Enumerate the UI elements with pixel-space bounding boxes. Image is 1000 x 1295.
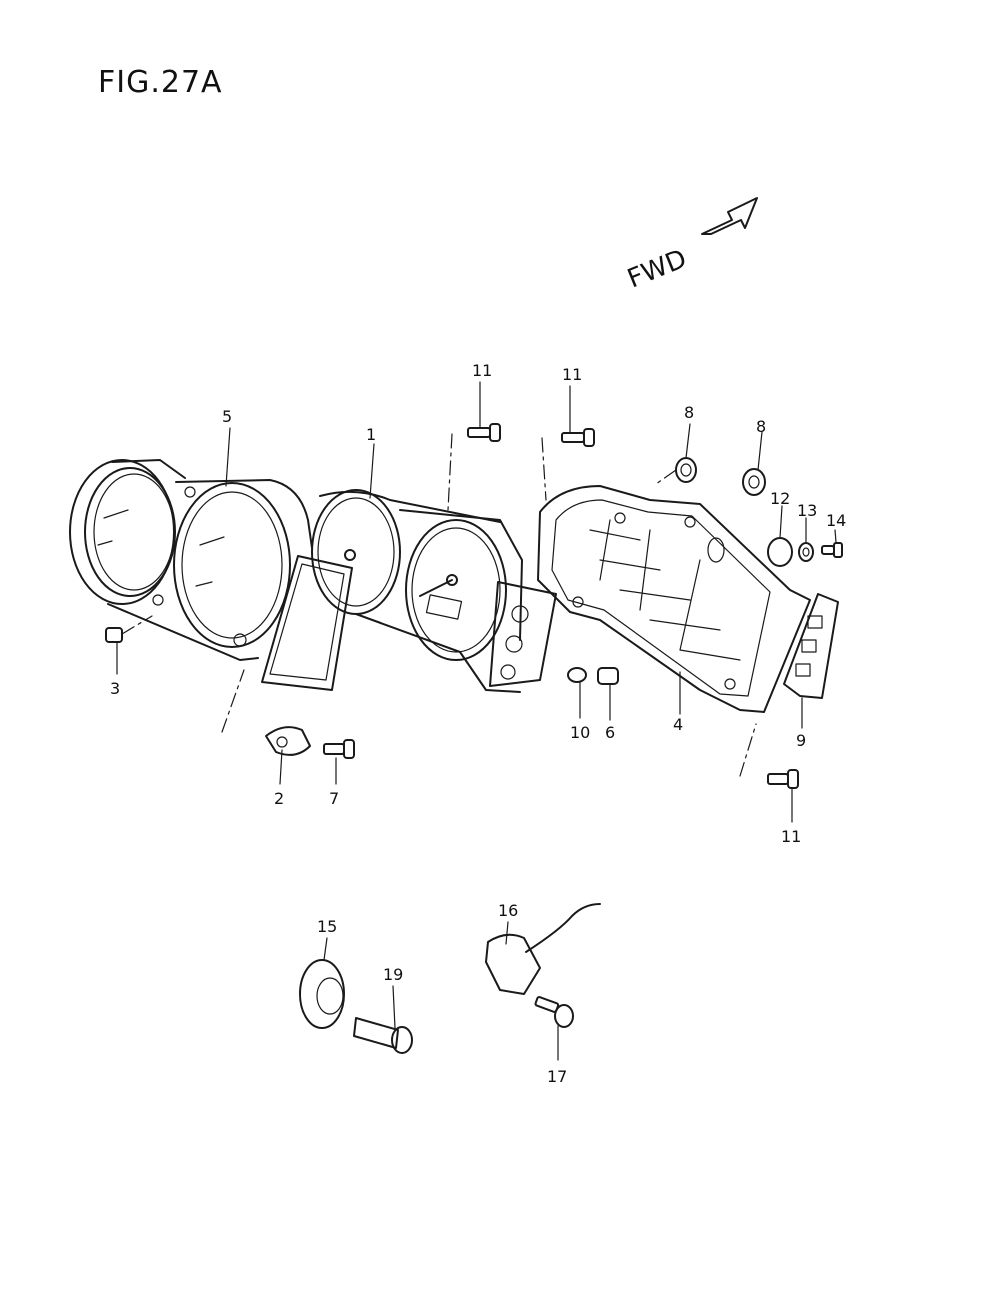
callout-18: 17 <box>547 1067 567 1086</box>
part-19-bolt <box>353 1017 413 1054</box>
forward-direction-indicator: FWD <box>623 197 758 295</box>
part-2-socket <box>221 669 311 756</box>
callout-19: 19 <box>383 965 403 984</box>
figure-title: FIG.27A <box>98 65 223 100</box>
part-14-washer <box>798 542 814 562</box>
part-15-screw <box>821 542 843 558</box>
callout-17: 16 <box>498 901 518 920</box>
callout-2: 2 <box>274 789 284 808</box>
indicator-lens <box>261 555 353 691</box>
callout-6: 6 <box>605 723 615 742</box>
callout-7: 7 <box>329 789 339 808</box>
callout-14: 13 <box>797 501 817 520</box>
callout-4: 4 <box>673 715 683 734</box>
callout-labels: 5 1 11 11 8 8 12 13 14 3 2 7 10 6 4 9 11… <box>110 361 846 1086</box>
part-8-grommet-a <box>655 457 697 485</box>
part-11-screw-b <box>541 428 595 501</box>
part-8-grommet-b <box>742 468 766 496</box>
forward-arrow-icon <box>701 197 758 235</box>
fwd-label: FWD <box>623 244 691 295</box>
callout-11-a: 11 <box>472 361 492 380</box>
callout-8-b: 8 <box>756 417 766 436</box>
callout-13: 12 <box>770 489 790 508</box>
part-7-screw <box>323 739 355 759</box>
part-12-screw <box>739 723 799 789</box>
part-5-meter-case <box>69 459 313 661</box>
leader-lines <box>116 381 837 1061</box>
callout-16: 15 <box>317 917 337 936</box>
part-9-plate <box>783 593 839 699</box>
callout-10: 10 <box>570 723 590 742</box>
callout-3: 3 <box>110 679 120 698</box>
callout-5: 5 <box>222 407 232 426</box>
part-3-screw <box>105 615 153 643</box>
callout-11-b: 11 <box>562 365 582 384</box>
part-18-bolt <box>534 996 574 1028</box>
part-11-screw-a <box>447 423 501 511</box>
part-4-meter-housing <box>537 485 811 713</box>
part-17-sensor <box>485 903 601 995</box>
callout-9: 9 <box>796 731 806 750</box>
part-6-socket <box>597 667 619 685</box>
part-13-cushion <box>767 537 793 567</box>
part-10-bulb <box>567 667 587 683</box>
part-16-bracket <box>299 959 345 1029</box>
callout-1: 1 <box>366 425 376 444</box>
callout-8-a: 8 <box>684 403 694 422</box>
callout-12: 11 <box>781 827 801 846</box>
part-1-meter-assembly <box>311 489 557 693</box>
callout-15: 14 <box>826 511 846 530</box>
